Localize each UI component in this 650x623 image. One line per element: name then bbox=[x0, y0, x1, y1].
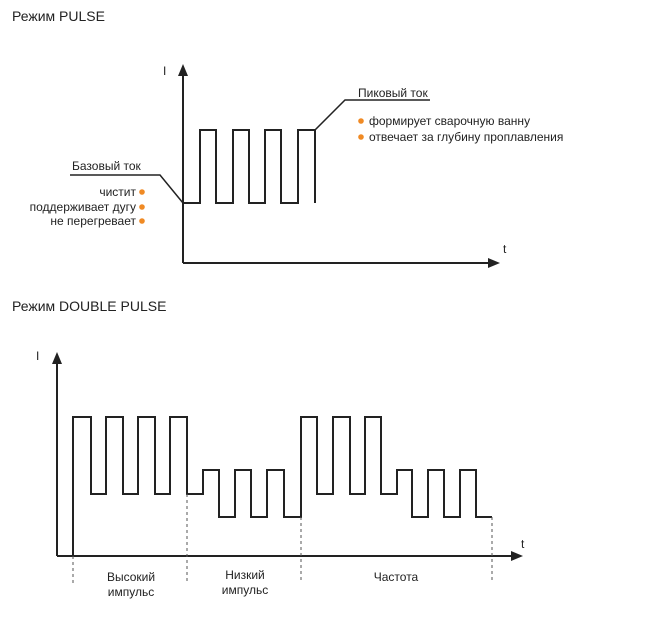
dp-y-arrow bbox=[52, 352, 62, 364]
base-bullet-3 bbox=[139, 218, 145, 224]
base-bullet-text-2: поддерживает дугу bbox=[30, 200, 136, 214]
dp-segment-low-1: Низкий bbox=[225, 568, 265, 582]
dp-segment-high-1: Высокий bbox=[107, 570, 155, 584]
dp-segment-high-2: импульс bbox=[108, 585, 154, 599]
dp-y-label: I bbox=[36, 349, 39, 363]
base-label: Базовый ток bbox=[72, 159, 142, 173]
dp-x-label: t bbox=[521, 537, 525, 551]
base-bullet-text-1: чистит bbox=[99, 185, 136, 199]
pulse-y-arrow bbox=[178, 64, 188, 76]
dp-x-arrow bbox=[511, 551, 523, 561]
dp-axes bbox=[56, 358, 515, 557]
dp-segment-low-2: импульс bbox=[222, 583, 268, 597]
double-pulse-title: Режим DOUBLE PULSE bbox=[12, 298, 167, 314]
base-bullet-text-3: не перегревает bbox=[50, 214, 136, 228]
pulse-axes bbox=[182, 70, 492, 264]
base-bullet-1 bbox=[139, 189, 145, 195]
base-bullet-2 bbox=[139, 204, 145, 210]
peak-bullet-text-1: формирует сварочную ванну bbox=[369, 114, 530, 128]
dp-waveform bbox=[72, 416, 492, 556]
pulse-waveform bbox=[183, 129, 316, 204]
peak-bullet-text-2: отвечает за глубину проплавления bbox=[369, 130, 563, 144]
pulse-title: Режим PULSE bbox=[12, 8, 105, 24]
pulse-x-label: t bbox=[503, 242, 507, 256]
dp-separators bbox=[72, 494, 493, 583]
base-leader-line bbox=[70, 174, 184, 204]
dp-segment-freq: Частота bbox=[374, 570, 419, 584]
pulse-x-arrow bbox=[488, 258, 500, 268]
peak-bullet-1 bbox=[358, 118, 364, 124]
pulse-y-label: I bbox=[163, 64, 166, 78]
peak-leader-line bbox=[314, 99, 430, 131]
peak-label: Пиковый ток bbox=[358, 86, 428, 100]
pulse-diagram: I t Пиковый ток формирует сварочную ванн… bbox=[30, 64, 563, 268]
peak-bullet-2 bbox=[358, 134, 364, 140]
